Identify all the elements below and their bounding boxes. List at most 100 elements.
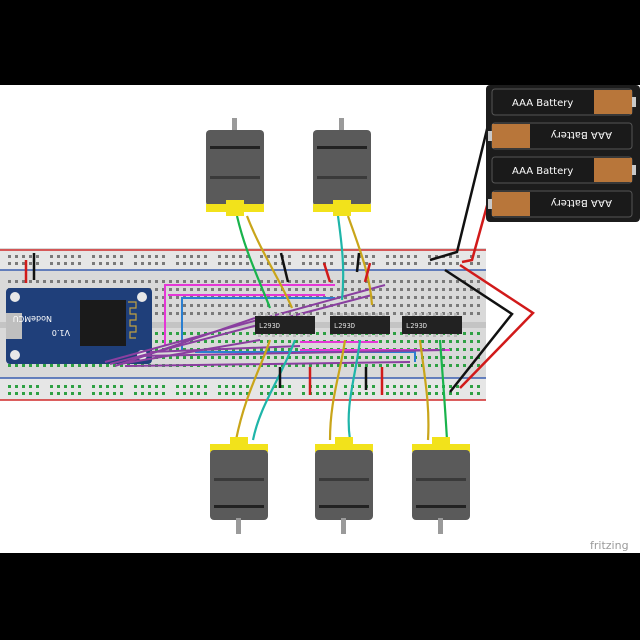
breadboard-hole [463,288,466,291]
breadboard-hole [218,280,221,283]
breadboard-hole [218,255,221,258]
breadboard-hole [141,255,144,258]
breadboard-hole [344,385,347,388]
breadboard-hole [365,262,368,265]
breadboard-hole [281,392,284,395]
nodemcu-mount-hole [10,350,20,360]
breadboard-hole [344,288,347,291]
breadboard-hole [288,312,291,315]
chip-label: L293D [259,322,280,330]
breadboard-hole [106,280,109,283]
breadboard-hole [169,356,172,359]
breadboard-hole [316,332,319,335]
breadboard-hole [316,280,319,283]
breadboard-hole [456,280,459,283]
breadboard-hole [134,385,137,388]
breadboard-hole [323,255,326,258]
breadboard-hole [253,348,256,351]
breadboard-hole [477,392,480,395]
breadboard-hole [197,262,200,265]
motor-terminal-block [230,437,248,447]
breadboard-hole [225,340,228,343]
breadboard-hole [22,392,25,395]
breadboard-hole [29,255,32,258]
battery-terminal [488,199,492,209]
motor-band [317,146,367,149]
breadboard-hole [239,288,242,291]
breadboard-hole [106,364,109,367]
breadboard-hole [330,392,333,395]
breadboard-hole [246,356,249,359]
breadboard-hole [50,392,53,395]
breadboard-hole [8,385,11,388]
wire-purple [124,361,411,367]
breadboard-hole [470,385,473,388]
motor-end-cap [210,444,268,452]
breadboard-hole [218,262,221,265]
breadboard-hole [183,288,186,291]
breadboard-hole [295,340,298,343]
breadboard-hole [260,356,263,359]
chip-pin [347,313,350,316]
breadboard-hole [260,312,263,315]
breadboard-hole [22,385,25,388]
breadboard-hole [232,280,235,283]
breadboard-hole [400,312,403,315]
breadboard-hole [456,392,459,395]
breadboard-hole [365,280,368,283]
breadboard-hole [281,304,284,307]
breadboard-hole [386,340,389,343]
chip-pin [368,313,371,316]
chip-pin [272,334,275,337]
breadboard-hole [449,304,452,307]
breadboard-hole [22,280,25,283]
breadboard-hole [337,280,340,283]
breadboard-hole [197,280,200,283]
chip-pin [447,313,450,316]
motor-shaft [341,518,346,534]
chip-pin [382,334,385,337]
motor-end-cap [315,444,373,452]
breadboard-hole [148,392,151,395]
breadboard-hole [435,392,438,395]
chip-pin [419,313,422,316]
aaa-battery-cell: AAA Battery [488,122,633,150]
motor-end-cap [412,444,470,452]
breadboard-hole [414,255,417,258]
breadboard-hole [351,304,354,307]
chip-pin [286,313,289,316]
breadboard-hole [113,262,116,265]
breadboard-hole [449,262,452,265]
breadboard-hole [260,280,263,283]
breadboard-hole [309,262,312,265]
breadboard-hole [190,332,193,335]
breadboard-hole [330,255,333,258]
breadboard-hole [225,255,228,258]
breadboard-hole [176,392,179,395]
breadboard-hole [477,296,480,299]
breadboard-hole [190,262,193,265]
breadboard-hole [232,288,235,291]
breadboard-hole [232,255,235,258]
breadboard-hole [190,356,193,359]
breadboard-hole [239,304,242,307]
wires [24,116,535,441]
breadboard-hole [477,280,480,283]
breadboard-hole [351,255,354,258]
breadboard-hole [225,392,228,395]
motor-band [416,505,466,508]
breadboard-hole [288,262,291,265]
breadboard-hole [358,304,361,307]
breadboard-hole [204,280,207,283]
wire-magenta [164,284,335,345]
breadboard-hole [365,255,368,258]
breadboard-hole [267,364,270,367]
breadboard-hole [421,312,424,315]
chip-pin [333,313,336,316]
breadboard-hole [204,262,207,265]
breadboard-hole [71,262,74,265]
breadboard-hole [197,385,200,388]
breadboard-hole [400,262,403,265]
breadboard-hole [50,262,53,265]
breadboard-hole [239,255,242,258]
